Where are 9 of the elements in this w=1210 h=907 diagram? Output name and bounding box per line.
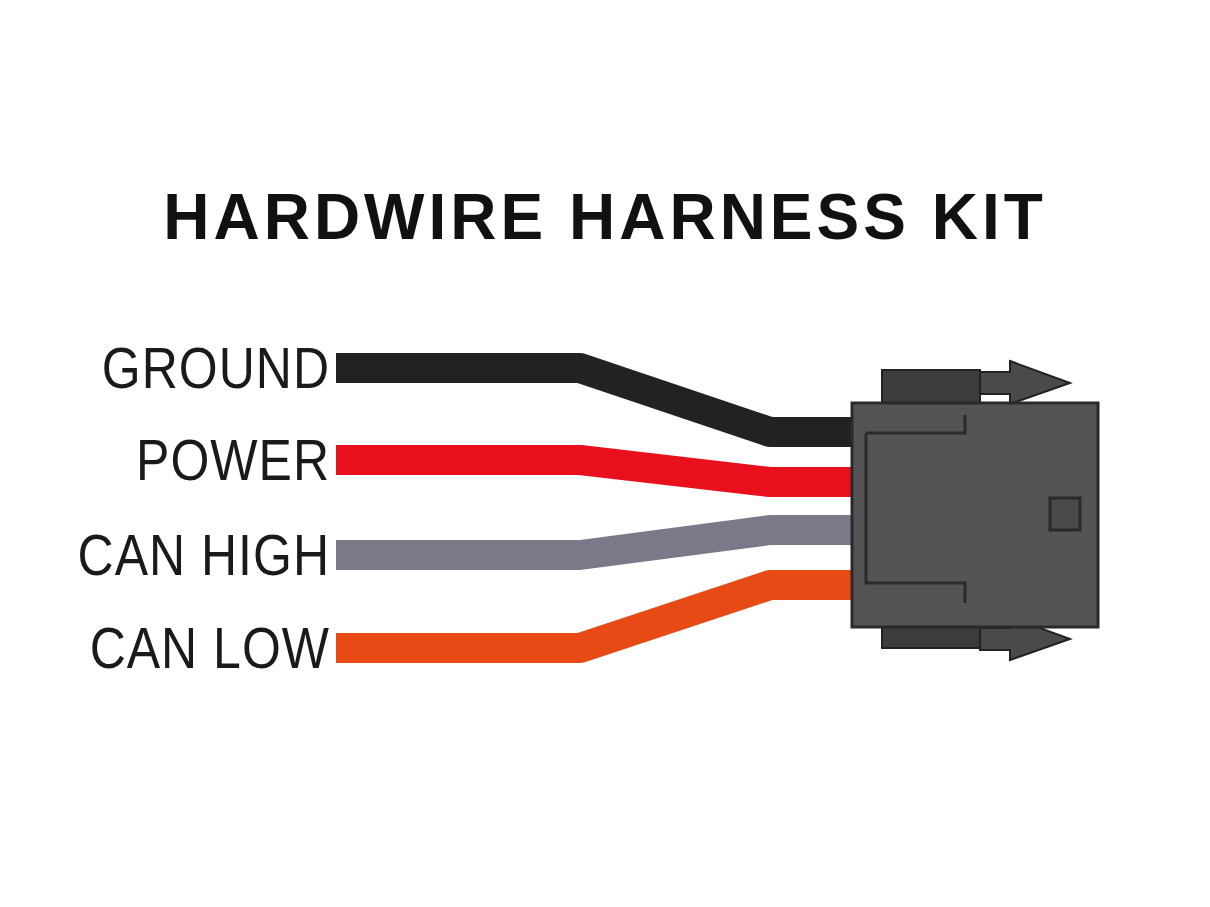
wire-label: CAN HIGH xyxy=(77,518,336,592)
wire xyxy=(336,515,852,570)
wire xyxy=(336,353,852,447)
title: HARDWIRE HARNESS KIT xyxy=(163,185,1047,249)
wire xyxy=(336,570,852,663)
wire-label: POWER xyxy=(136,423,336,497)
wire xyxy=(336,445,852,497)
wire-label: GROUND xyxy=(101,331,336,405)
wire-label: CAN LOW xyxy=(89,611,336,685)
